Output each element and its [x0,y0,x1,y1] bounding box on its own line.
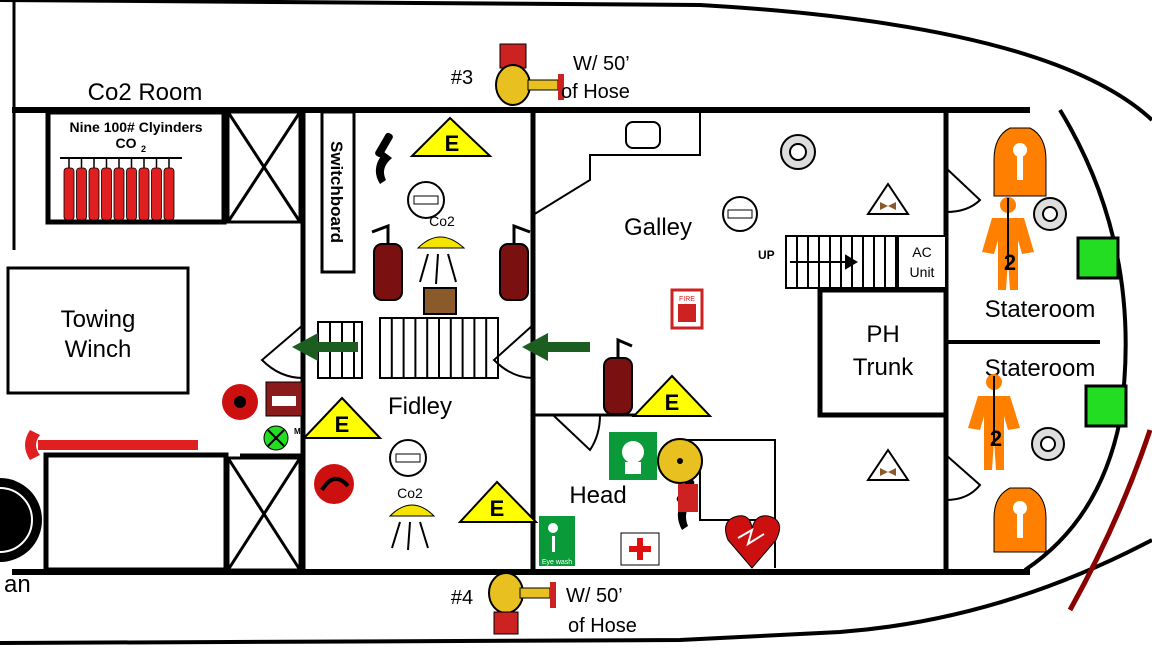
fidley-label: Fidley [388,393,452,420]
first-aid-icon [620,532,660,566]
eye-wash-icon: Eye wash [539,516,575,566]
fidley-hatch [423,287,457,315]
svg-text:M: M [294,427,301,436]
ac-unit-label-1: AC [912,244,931,260]
svg-text:E: E [665,390,680,415]
speaker-icon-stateroom-1 [1033,197,1067,231]
aed-heart-icon [725,515,781,569]
vent-icon-2 [866,448,910,481]
ac-unit [897,235,947,289]
speaker-icon-stateroom-2 [1031,427,1065,461]
lifejacket-icon-top [993,127,1047,197]
co2-cylinder [151,167,162,221]
hose-station-3 [495,43,564,106]
alarm-bell-icon [657,438,703,512]
eye-wash-label: Eye wash [542,559,572,566]
galley-counter [532,110,701,216]
alarm-horn-icon [222,384,258,420]
co2-gas-label: CO [116,135,137,151]
gauge-icon [314,464,354,504]
fire-extinguisher-icon-2 [499,223,531,301]
head-label: Head [569,482,626,509]
vent-icon-1 [866,182,910,215]
co2-cylinder [138,167,150,221]
hose-4-id: #4 [451,587,473,609]
co2-nozzle-icon-top [407,181,466,285]
co2-nozzle-icon-bottom [388,439,436,551]
hose-3-line2: of Hose [561,81,630,103]
exit-sign-1: E [409,116,493,157]
ac-unit-label-2: Unit [910,264,935,280]
stateroom-upper-label: Stateroom [985,296,1096,323]
exit-arrow-fidley [292,333,358,361]
exit-sign-3: E [457,480,539,523]
hose-4-line1: W/ 50’ [566,585,623,607]
hose-3-line1: W/ 50’ [573,53,630,75]
fire-axe-icon [25,430,198,460]
survival-suit-icon-upper: 2 [982,197,1034,290]
towing-winch-label-2: Winch [65,336,132,363]
co2-room-label: Co2 Room [88,79,203,106]
crate-lower [226,456,302,572]
co2-cylinder [88,167,100,221]
co2-cylinder [76,167,87,221]
co2-nozzle-label-top: Co2 [429,213,455,229]
towing-winch-label-1: Towing [61,306,136,333]
switchboard-panel [320,110,356,274]
stair-up-label: UP [758,248,775,262]
suit-count-upper: 2 [1004,250,1016,275]
stairs-fidley [379,317,499,379]
svg-text:E: E [335,412,350,437]
svg-text:FIRE: FIRE [679,296,695,303]
exit-arrow-galley [522,333,590,361]
galley-label: Galley [624,214,692,241]
co2-cylinder-bank: Nine 100# Clyinders CO 2 [45,109,227,225]
fire-extinguisher-icon-3 [603,337,633,415]
survival-suit-icon-lower: 2 [968,374,1020,470]
cylinders-label: Nine 100# Clyinders [69,119,202,135]
hose-station-4 [488,572,556,635]
stateroom-lower-label: Stateroom [985,355,1096,382]
svg-text:E: E [445,131,460,156]
emergency-light-icon-2 [1084,384,1128,428]
towing-winch [6,266,190,395]
smoke-detector-icon-galley [722,196,758,232]
fire-extinguisher-icon-1 [371,223,403,301]
lifejacket-icon-bottom [993,487,1047,553]
storage-box [43,452,229,573]
exit-sign-2: E [301,396,383,439]
fire-station-icon: FIRE [670,288,704,330]
ph-trunk-label-1: PH [866,321,899,348]
co2-cylinder [113,167,125,221]
stairs-galley [785,235,897,289]
co2-gas-subscript: 2 [141,144,146,154]
co2-cylinder [126,167,137,221]
hose-4-line2: of Hose [568,615,637,637]
co2-cylinder [63,167,75,221]
crate-upper [226,110,302,224]
svg-text:E: E [490,496,505,521]
ph-trunk-label-2: Trunk [853,354,914,381]
co2-nozzle-label-bottom: Co2 [397,485,423,501]
co2-cylinder [101,167,112,221]
hull-outline [0,0,1152,645]
hose-3-id: #3 [451,67,473,89]
manual-pull-station-icon [265,381,303,417]
galley-sink [625,121,661,149]
red-line-bow [1067,429,1152,612]
partial-label: an [4,571,31,598]
co2-cylinder [163,167,175,221]
ph-trunk [817,287,949,418]
emergency-light-icon-1 [1076,236,1120,280]
emergency-stop-icon: M [263,425,301,451]
speaker-icon-galley [780,134,816,170]
phone-icon-fidley [375,132,393,184]
scba-icon [609,432,657,480]
exit-sign-4: E [631,374,713,417]
suit-count-lower: 2 [990,426,1002,451]
switchboard-label: Switchboard [327,141,346,243]
life-ring-icon [0,478,42,562]
